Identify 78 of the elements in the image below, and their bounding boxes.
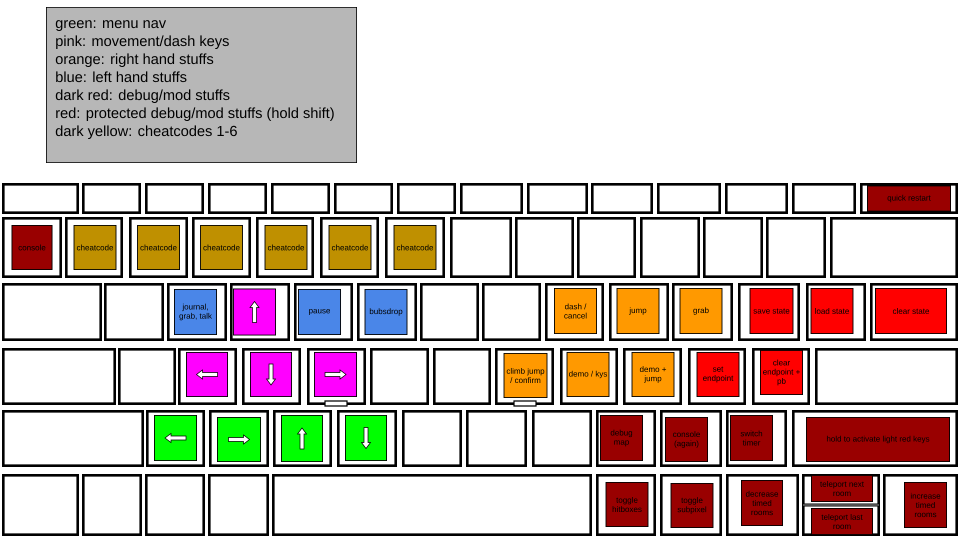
action-box: demo / kys [566, 352, 610, 397]
keyboard-key [792, 183, 856, 214]
action-box: cheatcode [74, 225, 116, 270]
action-box [217, 417, 261, 462]
action-box [314, 352, 357, 397]
action-box: clear endpoint + pb [760, 350, 803, 395]
action-box: cheatcode [137, 225, 180, 270]
keyboard-key [2, 183, 79, 214]
action-box: load state [810, 288, 854, 334]
keyboard-key [515, 217, 574, 278]
action-box: clear state [875, 288, 947, 334]
keyboard-key [703, 217, 763, 278]
action-box: quick restart [867, 186, 951, 212]
keyboard-key [145, 474, 206, 536]
keyboard-key [460, 183, 523, 214]
action-box [345, 415, 387, 461]
keyboard-key [591, 183, 653, 214]
action-box [154, 415, 197, 461]
keyboard-key [532, 410, 592, 467]
action-box: teleport last room [811, 508, 873, 535]
action-box: set endpoint [696, 352, 740, 397]
keyboard-key [208, 183, 267, 214]
action-box: switch timer [730, 415, 773, 461]
action-box [250, 352, 292, 397]
action-box: cheatcode [200, 225, 243, 270]
action-box: dash / cancel [554, 288, 597, 334]
keyboard-key [657, 183, 721, 214]
action-box: journal, grab, talk [174, 289, 217, 335]
action-box: save state [750, 288, 794, 334]
keyboard-key [82, 474, 142, 536]
keyboard-key [370, 348, 429, 405]
keyboard-key [2, 348, 116, 405]
action-box: increase timed rooms [904, 482, 947, 528]
action-box: pause [298, 289, 341, 335]
action-box [186, 352, 228, 397]
action-box: debug map [600, 415, 643, 461]
action-box: console [12, 225, 53, 270]
action-box: grab [680, 288, 722, 334]
action-box: climb jump / confirm [504, 353, 548, 398]
keyboard-key [420, 283, 479, 341]
keyboard-key [2, 283, 102, 341]
action-box: console (again) [665, 417, 708, 462]
action-box [233, 288, 276, 336]
keyboard-key [2, 474, 79, 536]
keyboard-key [118, 348, 176, 405]
keyboard-key [272, 474, 592, 536]
keyboard-key [830, 217, 958, 278]
keyboard-key [271, 183, 330, 214]
action-box: bubsdrop [364, 289, 408, 335]
legend-box: green: menu nav pink: movement/dash keys orange: right hand stuffs blue: left hand stuffs dark red: debug/mod stuffs red: protected debug/mod stuffs (hold shift) dark yellow: cheatcodes 1-6 [46, 7, 357, 163]
keyboard-key [640, 217, 700, 278]
keyboard-key [450, 217, 512, 278]
action-box: decrease timed rooms [741, 480, 783, 526]
action-box: demo + jump [632, 352, 674, 397]
action-box: cheatcode [264, 225, 308, 270]
action-box: cheatcode [394, 225, 436, 270]
action-box: teleport next room [811, 475, 873, 502]
action-box: toggle hitboxes [606, 482, 648, 527]
action-box [281, 415, 323, 462]
keyboard-key [815, 348, 958, 405]
keyboard-key [402, 410, 462, 467]
keyboard-key [433, 348, 491, 405]
action-box: jump [616, 288, 660, 334]
keyboard-key [334, 183, 393, 214]
keyboard-key [208, 474, 269, 536]
keyboard-key [104, 283, 164, 341]
keyboard-key [145, 183, 204, 214]
keyboard-key [397, 183, 456, 214]
keyboard-key [482, 283, 541, 341]
keyboard-key [527, 183, 588, 214]
action-box: cheatcode [328, 225, 372, 270]
keyboard-key [725, 183, 788, 214]
keyboard-key [577, 217, 636, 278]
action-box: hold to activate light red keys [806, 417, 950, 462]
keyboard-key [766, 217, 826, 278]
keyboard-key [466, 410, 527, 467]
keyboard-key [82, 183, 142, 214]
action-box: toggle subpixel [670, 483, 714, 528]
